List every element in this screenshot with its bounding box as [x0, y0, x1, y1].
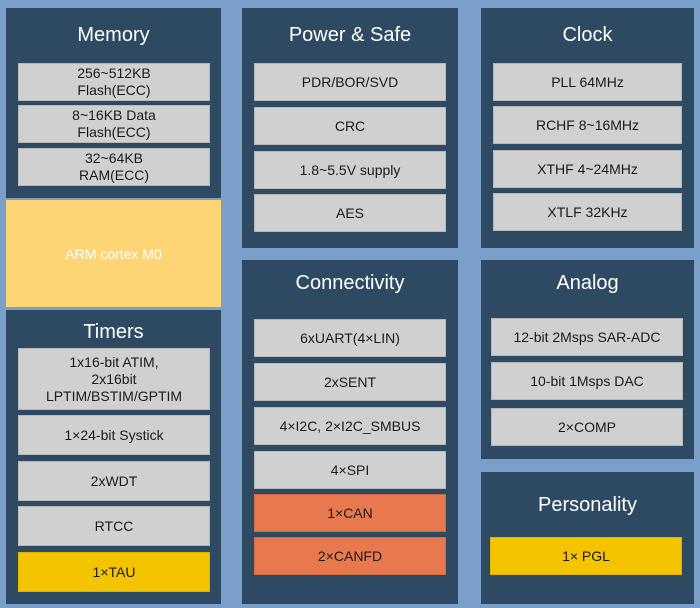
- arm-core-block: ARM cortex M0: [6, 200, 221, 307]
- clock-panel: Clock PLL 64MHz RCHF 8~16MHz XTHF 4~24MH…: [481, 8, 694, 248]
- power-aes: AES: [254, 194, 446, 232]
- clock-rchf: RCHF 8~16MHz: [493, 106, 682, 144]
- personality-pgl: 1× PGL: [490, 537, 682, 575]
- connectivity-sent: 2xSENT: [254, 363, 446, 401]
- timers-atim: 1x16-bit ATIM, 2x16bit LPTIM/BSTIM/GPTIM: [18, 348, 210, 410]
- clock-title: Clock: [562, 24, 613, 46]
- timers-systick: 1×24-bit Systick: [18, 415, 210, 455]
- timers-tau: 1×TAU: [18, 552, 210, 592]
- timers-panel: Timers 1x16-bit ATIM, 2x16bit LPTIM/BSTI…: [6, 310, 221, 604]
- arm-core-label: ARM cortex M0: [65, 245, 162, 262]
- memory-panel: Memory 256~512KB Flash(ECC) 8~16KB Data …: [6, 8, 221, 198]
- power-safe-panel: Power & Safe PDR/BOR/SVD CRC 1.8~5.5V su…: [242, 8, 458, 248]
- analog-dac: 10-bit 1Msps DAC: [491, 362, 683, 400]
- power-crc: CRC: [254, 107, 446, 145]
- timers-rtcc: RTCC: [18, 506, 210, 546]
- memory-data-flash: 8~16KB Data Flash(ECC): [18, 105, 210, 143]
- analog-comp: 2×COMP: [491, 408, 683, 446]
- connectivity-canfd: 2×CANFD: [254, 537, 446, 575]
- personality-title: Personality: [538, 494, 637, 516]
- memory-ram: 32~64KB RAM(ECC): [18, 148, 210, 186]
- personality-panel: Personality 1× PGL: [481, 472, 694, 604]
- connectivity-i2c: 4×I2C, 2×I2C_SMBUS: [254, 407, 446, 445]
- clock-pll: PLL 64MHz: [493, 63, 682, 101]
- power-supply: 1.8~5.5V supply: [254, 151, 446, 189]
- connectivity-uart: 6xUART(4×LIN): [254, 319, 446, 357]
- connectivity-spi: 4×SPI: [254, 451, 446, 489]
- analog-title: Analog: [556, 272, 619, 294]
- connectivity-can: 1×CAN: [254, 494, 446, 532]
- timers-title: Timers: [83, 321, 144, 343]
- connectivity-title: Connectivity: [295, 272, 405, 294]
- analog-panel: Analog 12-bit 2Msps SAR-ADC 10-bit 1Msps…: [481, 260, 694, 459]
- memory-title: Memory: [77, 24, 150, 46]
- analog-adc: 12-bit 2Msps SAR-ADC: [491, 318, 683, 356]
- memory-flash: 256~512KB Flash(ECC): [18, 63, 210, 101]
- clock-xtlf: XTLF 32KHz: [493, 193, 682, 231]
- timers-wdt: 2xWDT: [18, 461, 210, 501]
- clock-xthf: XTHF 4~24MHz: [493, 150, 682, 188]
- power-pdr-bor-svd: PDR/BOR/SVD: [254, 63, 446, 101]
- power-safe-title: Power & Safe: [288, 24, 412, 46]
- connectivity-panel: Connectivity 6xUART(4×LIN) 2xSENT 4×I2C,…: [242, 260, 458, 604]
